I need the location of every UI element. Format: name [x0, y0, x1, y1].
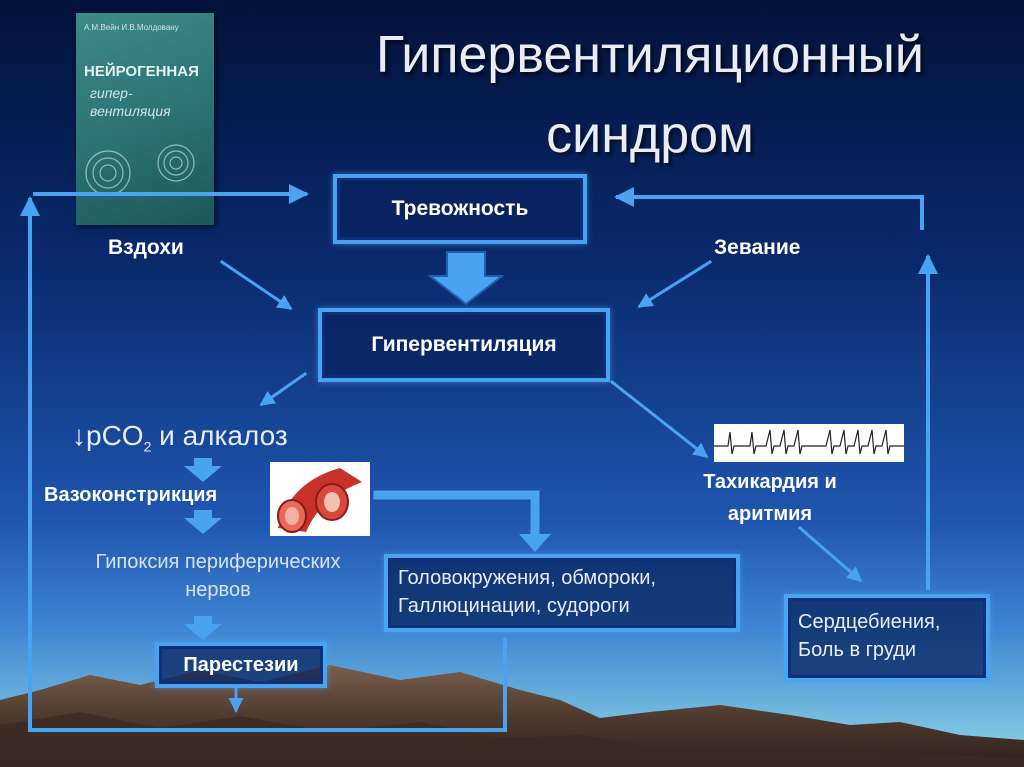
- pco2-rest: и алкалоз: [151, 420, 288, 451]
- dizziness-box: Головокружения, обмороки, Галлюцинации, …: [384, 554, 740, 632]
- yawning-label: Зевание: [714, 236, 801, 259]
- pco2-label: ↓pCO2 и алкалоз: [72, 420, 288, 455]
- hyperventilation-box: Гипервентиляция: [318, 308, 610, 382]
- vessel-graphic: [277, 468, 362, 533]
- dizziness-line1: Головокружения, обмороки,: [398, 567, 656, 589]
- pco2-to-vasoconstriction-arrow: [184, 458, 222, 482]
- right-top-loop-arrow: [614, 187, 924, 230]
- book-title: НЕЙРОГЕННАЯ: [84, 63, 199, 80]
- sighs-to-hyperventilation-arrow: [219, 259, 293, 311]
- tachycardia-line1: Тахикардия и: [703, 471, 837, 493]
- book-subtitle-line1: гипер-: [90, 85, 133, 101]
- pco2-main: ↓pCO: [72, 420, 144, 451]
- hyperventilation-to-tachycardia-arrow: [609, 379, 709, 459]
- palpitations-line1: Сердцебиения,: [798, 611, 941, 633]
- dizziness-line2: Галлюцинации, судороги: [398, 595, 630, 617]
- hyperventilation-to-pco2-arrow: [259, 371, 308, 407]
- book-cover-image: А.М.Вейн И.В.Молдовану НЕЙРОГЕННАЯ гипер…: [76, 13, 214, 225]
- dizziness-arrowhead: [519, 534, 551, 552]
- book-subtitle-line2: вентиляция: [90, 103, 171, 119]
- tachycardia-to-palpitations-arrow: [797, 525, 863, 583]
- yawning-to-hyperventilation-arrow: [637, 259, 713, 309]
- hypoxia-line1: Гипоксия периферических: [95, 551, 341, 573]
- vasoconstriction-to-hypoxia-arrow: [184, 510, 222, 534]
- anxiety-to-hyperventilation-arrow: [427, 251, 505, 306]
- vasoconstriction-to-dizziness-arrow: [373, 490, 540, 543]
- slide-title-line2: синдром: [546, 106, 754, 164]
- vessel-image: [270, 462, 370, 536]
- left-loop-arrow: [20, 196, 507, 732]
- anxiety-box: Тревожность: [333, 174, 587, 244]
- tachycardia-line2: аритмия: [727, 503, 813, 525]
- hypoxia-to-paresthesia-arrow: [184, 616, 222, 640]
- tachycardia-label: Тахикардия и аритмия: [684, 466, 856, 530]
- ecg-strip-image: [714, 424, 904, 462]
- sighs-label: Вздохи: [108, 236, 184, 259]
- palpitations-line2: Боль в груди: [798, 639, 917, 661]
- palpitations-box: Сердцебиения, Боль в груди: [784, 594, 990, 682]
- book-authors: А.М.Вейн И.В.Молдовану: [84, 23, 179, 32]
- hypoxia-line2: нервов: [185, 579, 251, 601]
- pco2-subscript: 2: [143, 438, 152, 455]
- slide-title-line1: Гипервентиляционный: [376, 26, 924, 84]
- ecg-trace: [714, 429, 904, 455]
- vasoconstriction-label: Вазоконстрикция: [44, 484, 218, 506]
- hypoxia-label: Гипоксия периферических нервов: [58, 548, 378, 604]
- paresthesia-box: Парестезии: [155, 642, 327, 688]
